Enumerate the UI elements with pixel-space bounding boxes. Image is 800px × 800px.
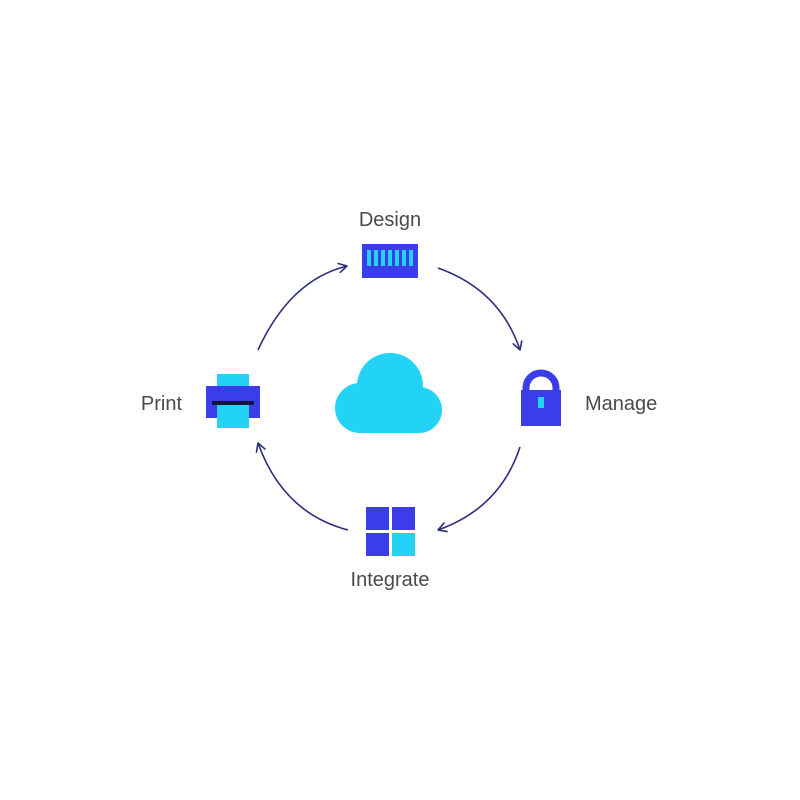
stage-label-design: Design (358, 209, 422, 231)
stage-label-print: Print (140, 393, 182, 415)
stage-label-manage: Manage (585, 393, 658, 415)
cloud-icon (335, 353, 442, 433)
grid-squares-icon (366, 507, 415, 556)
arrow-integrate-to-print (255, 442, 349, 531)
printer-icon (206, 374, 260, 428)
arrow-manage-to-integrate (437, 446, 521, 533)
lock-icon (521, 369, 561, 426)
arrow-print-to-design (257, 262, 348, 351)
barcode-icon (362, 244, 418, 278)
stage-label-integrate: Integrate (350, 569, 430, 591)
arrow-design-to-manage (437, 267, 523, 351)
